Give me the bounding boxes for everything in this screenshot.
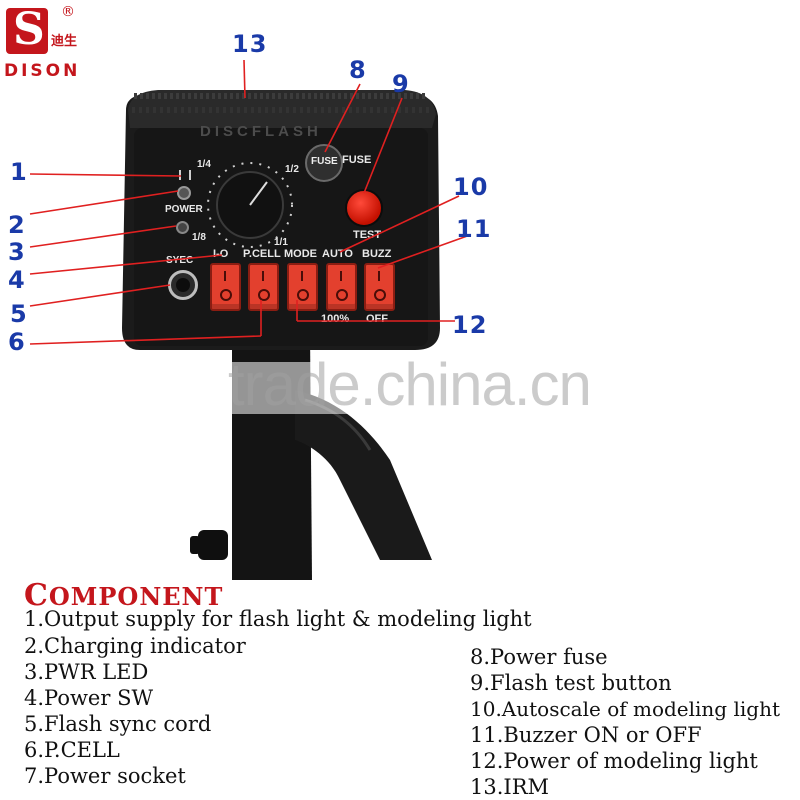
knob-mark-quarter: 1/4 — [197, 159, 211, 170]
watermark-band — [160, 362, 580, 414]
callout-9: 9 — [392, 70, 410, 98]
callout-11: 11 — [456, 215, 492, 243]
callout-10: 10 — [453, 173, 489, 201]
charging-indicator-led — [177, 186, 191, 200]
legend-item-7: 7.Power socket — [24, 764, 186, 788]
device-brand-emboss: DISCFLASH — [200, 123, 322, 140]
auto-switch[interactable] — [326, 263, 357, 311]
legend-title-rest: OMPONENT — [48, 582, 224, 611]
brand-logo: S 迪生 ® DISON — [4, 4, 84, 84]
legend-item-4: 4.Power SW — [24, 686, 154, 710]
watermark-text: trade.china.cn — [228, 351, 592, 418]
legend-item-13: 13.IRM — [470, 775, 550, 799]
callout-6: 6 — [8, 328, 26, 356]
legend-item-2: 2.Charging indicator — [24, 634, 246, 658]
flash-output-icon — [179, 170, 191, 180]
power-label: POWER — [165, 204, 203, 215]
logo-chinese-text: 迪生 — [51, 34, 78, 49]
logo-mark: S — [6, 4, 48, 55]
power-switch[interactable] — [210, 263, 241, 311]
pcell-switch[interactable] — [248, 263, 279, 311]
callout-2: 2 — [8, 211, 26, 239]
legend-item-3: 3.PWR LED — [24, 660, 149, 684]
switch-label-mode: MODE — [284, 248, 317, 260]
brand-name: DISON — [4, 61, 81, 81]
switch-label-pcell: P.CELL — [243, 248, 281, 260]
switch-label-power: I-O — [213, 248, 229, 260]
fuse-label: FUSE — [342, 154, 372, 166]
knob-mark-eighth: 1/8 — [192, 232, 206, 243]
legend-title-initial: C — [24, 578, 49, 613]
power-led — [176, 221, 189, 234]
registered-mark: ® — [61, 4, 75, 20]
callout-4: 4 — [8, 266, 26, 294]
output-knob[interactable] — [205, 160, 295, 250]
legend-item-11: 11.Buzzer ON or OFF — [470, 723, 702, 747]
auto-bottom-label: 100% — [321, 313, 350, 325]
callout-13: 13 — [232, 30, 268, 58]
fuse-cap[interactable]: FUSE — [305, 144, 343, 182]
callout-3: 3 — [8, 238, 26, 266]
knob-mark-half: 1/2 — [285, 164, 299, 175]
stand-arm — [295, 390, 432, 560]
logo-letter: S — [13, 4, 45, 55]
switch-label-buzz: BUZZ — [362, 248, 392, 260]
legend-title: COMPONENT — [24, 578, 223, 613]
legend-item-6: 6.P.CELL — [24, 738, 120, 762]
callout-12: 12 — [452, 311, 488, 339]
buzz-switch[interactable] — [364, 263, 395, 311]
legend-item-12: 12.Power of modeling light — [470, 749, 758, 773]
legend-item-9: 9.Flash test button — [470, 671, 672, 695]
callout-5: 5 — [10, 300, 28, 328]
mode-switch[interactable] — [287, 263, 318, 311]
buzz-bottom-label: OFF — [366, 313, 388, 325]
legend-item-1: 1.Output supply for flash light & modeli… — [24, 607, 532, 631]
knob-mark-full: 1/1 — [274, 237, 288, 248]
legend-item-5: 5.Flash sync cord — [24, 712, 212, 736]
sync-label: SYEC — [166, 255, 194, 266]
test-label: TEST — [353, 229, 382, 241]
switch-label-auto: AUTO — [322, 248, 353, 260]
fuse-cap-text: FUSE — [311, 156, 338, 167]
callout-8: 8 — [349, 56, 367, 84]
stand-screw — [198, 530, 228, 560]
legend-item-10: 10.Autoscale of modeling light — [470, 697, 780, 721]
legend-item-8: 8.Power fuse — [470, 645, 608, 669]
callout-1: 1 — [10, 158, 28, 186]
test-button[interactable] — [345, 189, 383, 227]
